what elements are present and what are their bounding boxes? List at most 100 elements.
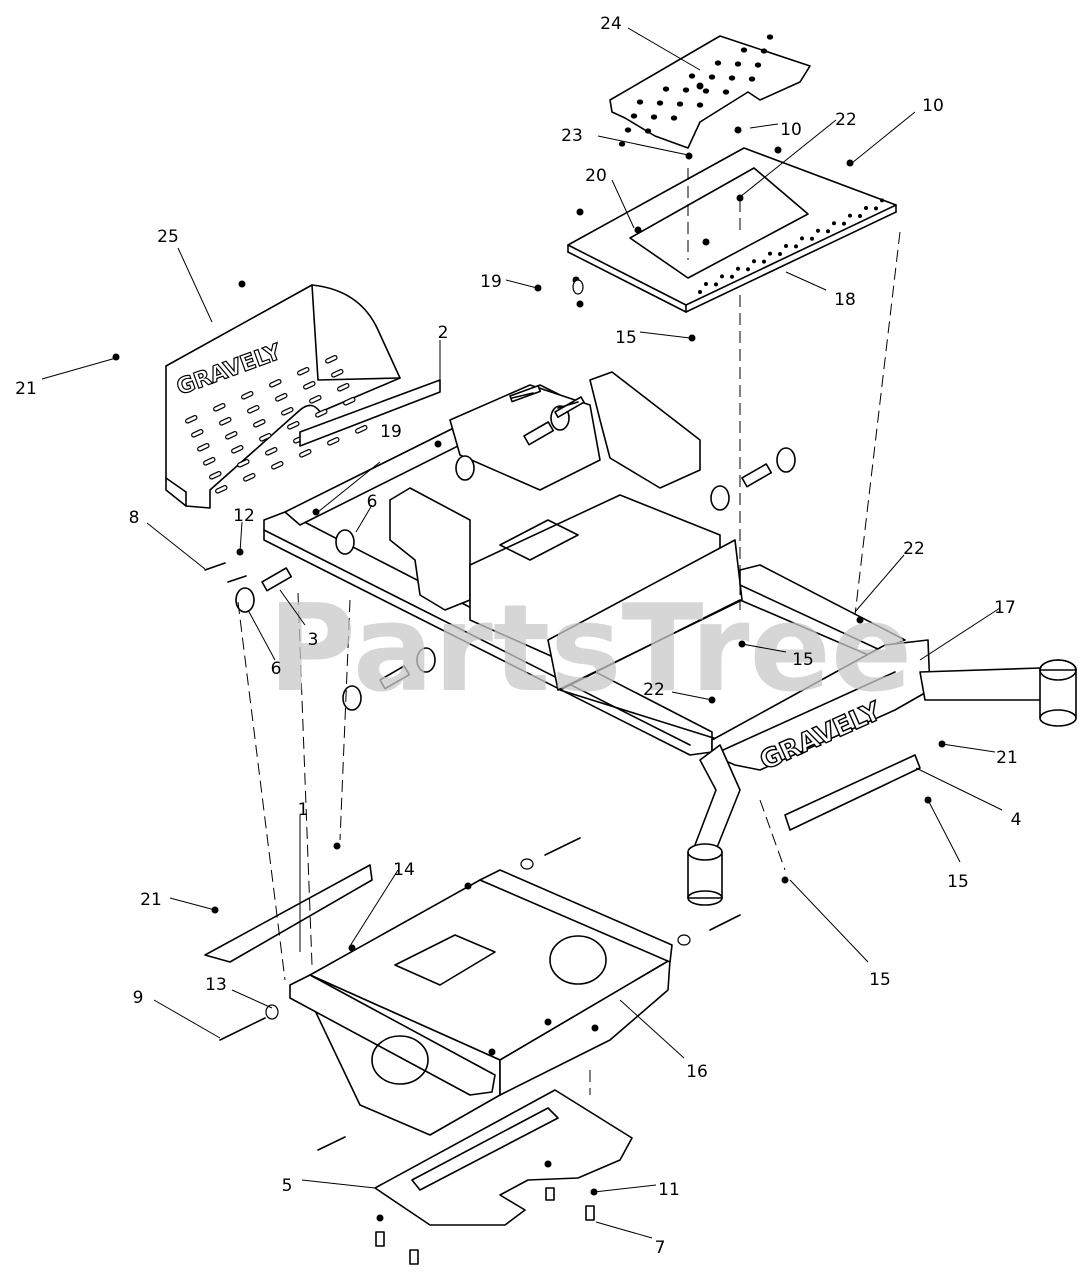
callout-c18: 18 [834, 290, 856, 310]
foot-plate-part-24 [609, 34, 811, 149]
perforation-hole [630, 113, 638, 119]
perforation-hole [832, 221, 836, 226]
callout-c21a: 21 [15, 379, 37, 399]
guard-slot [241, 390, 254, 400]
guard-slot [315, 408, 328, 418]
perforation-hole [618, 141, 626, 147]
perforation-hole [714, 282, 718, 287]
fastener-dot [774, 146, 782, 154]
callout-c23: 23 [561, 126, 583, 146]
guard-slot [197, 442, 210, 452]
guard-slot [297, 366, 310, 376]
callout-c22b: 22 [903, 539, 925, 559]
perforation-hole [778, 252, 782, 256]
guard-slot [243, 472, 256, 482]
perforation-hole [826, 229, 830, 234]
callout-c7: 7 [655, 1238, 666, 1258]
fastener-dot [685, 152, 693, 160]
guard-slot [269, 378, 282, 388]
fastener-dot [464, 882, 472, 890]
guard-slot [191, 428, 204, 438]
perforation-hole [702, 88, 710, 94]
fastener-dot [348, 944, 356, 952]
perforation-hole [722, 89, 730, 95]
perforation-hole [676, 101, 684, 107]
callout-c25: 25 [157, 227, 179, 247]
perforation-hole [848, 213, 852, 218]
fastener-dot [488, 1048, 496, 1056]
callout-c6b: 6 [271, 659, 282, 679]
fastener-dot [434, 440, 442, 448]
callout-c9: 9 [133, 988, 144, 1008]
perforation-hole [734, 61, 742, 67]
perforation-hole [816, 228, 820, 233]
fastener-dot [702, 238, 710, 246]
perforation-hole [794, 244, 798, 249]
fastener-dot [333, 842, 341, 850]
subframe-part-16 [289, 869, 673, 1136]
perforation-hole [708, 74, 716, 80]
guard-slot [185, 414, 198, 424]
callout-c3: 3 [308, 630, 319, 650]
guard-slot [275, 392, 288, 402]
guard-slot [231, 444, 244, 454]
perforation-hole [704, 282, 708, 286]
callout-c24: 24 [600, 14, 622, 34]
guard-slot [343, 396, 356, 406]
guard-slot [303, 380, 316, 390]
guard-slot [209, 470, 222, 480]
perforation-hole [760, 48, 768, 54]
perforation-hole [644, 128, 652, 134]
perforation-hole [864, 206, 868, 210]
guard-slot [337, 382, 350, 392]
perforation-hole [762, 259, 766, 264]
watermark: PartsTree [268, 580, 912, 719]
fastener-dot [781, 876, 789, 884]
fastener-dot [576, 300, 584, 308]
callout-c17: 17 [994, 598, 1016, 618]
callout-c15a: 15 [615, 328, 637, 348]
callout-c11: 11 [658, 1180, 680, 1200]
guard-slot [355, 424, 368, 434]
fastener-dot [544, 1018, 552, 1026]
guard-slot [237, 458, 250, 468]
guard-slot [271, 460, 284, 470]
fastener-dot [696, 82, 704, 90]
guard-slot [225, 430, 238, 440]
callout-c21c: 21 [140, 890, 162, 910]
callout-c15d: 15 [869, 970, 891, 990]
fastener-dot [544, 1160, 552, 1168]
perforation-hole [730, 274, 734, 279]
strip-part-2 [299, 379, 441, 447]
guard-slot [281, 406, 294, 416]
callout-c2: 2 [438, 323, 449, 343]
fastener-dot [846, 159, 854, 167]
fastener-dot [688, 334, 696, 342]
callout-c1: 1 [298, 800, 309, 820]
guard-slot [253, 418, 266, 428]
callout-c10b: 10 [922, 96, 944, 116]
callout-c15c: 15 [947, 872, 969, 892]
callout-c22a: 22 [835, 110, 857, 130]
assembly-lines [237, 168, 901, 1095]
perforation-hole [810, 236, 814, 241]
callout-c16: 16 [686, 1062, 708, 1082]
fastener-dot [634, 226, 642, 234]
guard-slot [247, 404, 260, 414]
perforation-hole [842, 221, 846, 226]
perforation-hole [720, 274, 724, 279]
perforation-hole [740, 47, 748, 53]
bottom-plate-part-5 [374, 1089, 633, 1226]
callout-c6a: 6 [367, 492, 378, 512]
fastener-dot [534, 284, 542, 292]
perforation-hole [636, 99, 644, 105]
guard-slot [265, 446, 278, 456]
callout-c15b: 15 [792, 650, 814, 670]
perforation-hole [754, 62, 762, 68]
perforation-hole [752, 259, 756, 264]
bolts [204, 279, 741, 1265]
perforation-hole [656, 100, 664, 106]
perforation-hole [768, 251, 772, 256]
